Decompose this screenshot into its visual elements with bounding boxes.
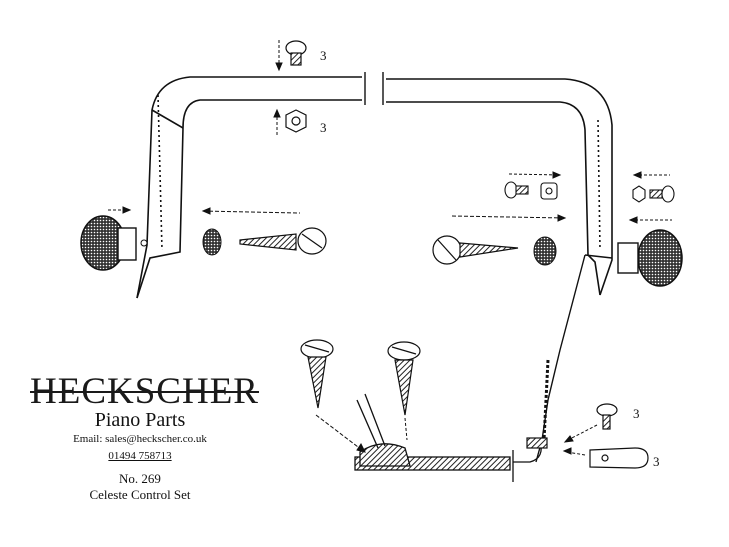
pin-arrow — [563, 424, 598, 443]
left-wood-screw — [239, 227, 327, 255]
clip-arrow — [562, 447, 586, 456]
brand-block: HECKSCHER Piano Parts Email: sales@hecks… — [30, 371, 259, 503]
right-washer — [533, 236, 557, 266]
lower-bar — [354, 393, 542, 482]
brand-phone: 01494 758713 — [108, 450, 172, 462]
top-nut-arrow — [273, 108, 281, 135]
pin — [596, 403, 618, 430]
part-title: Celeste Control Set — [89, 487, 191, 502]
right-wood-screw — [432, 235, 519, 265]
knob-bolt-arrow — [632, 171, 670, 179]
lower-screw-right — [387, 341, 421, 416]
left-knob — [80, 215, 148, 271]
lower-screw-left — [300, 339, 334, 409]
brand-tagline: Piano Parts — [94, 409, 186, 431]
lower-bar-arrow — [315, 414, 408, 453]
left-screw-arrow — [201, 207, 301, 215]
link-connector — [526, 437, 548, 449]
knob-bolt — [632, 185, 675, 203]
part-number: No. 269 — [119, 471, 161, 486]
rod-break-marks — [364, 72, 384, 105]
top-screw — [285, 40, 307, 66]
right-bolt — [504, 181, 529, 199]
right-screw-arrow — [451, 214, 567, 222]
control-rod-left — [136, 76, 362, 299]
right-bolt-arrow — [508, 171, 562, 179]
quantity-label-pin: 3 — [633, 406, 640, 421]
link-rod — [535, 254, 586, 463]
clip — [589, 447, 649, 469]
top-screw-arrow — [275, 40, 283, 72]
quantity-label-top-screw: 3 — [320, 48, 327, 63]
top-nut — [285, 109, 307, 133]
knob-arrow — [628, 216, 672, 224]
control-rod-right — [386, 78, 613, 296]
left-washer — [202, 228, 222, 256]
quantity-label-top-nut: 3 — [320, 120, 327, 135]
brand-logo: HECKSCHER — [30, 371, 259, 412]
quantity-label-clip: 3 — [653, 454, 660, 469]
brand-email: Email: sales@heckscher.co.uk — [73, 433, 207, 445]
left-knob-arrow — [108, 206, 132, 214]
right-knob — [617, 229, 683, 287]
right-bolt-nut — [540, 182, 558, 200]
